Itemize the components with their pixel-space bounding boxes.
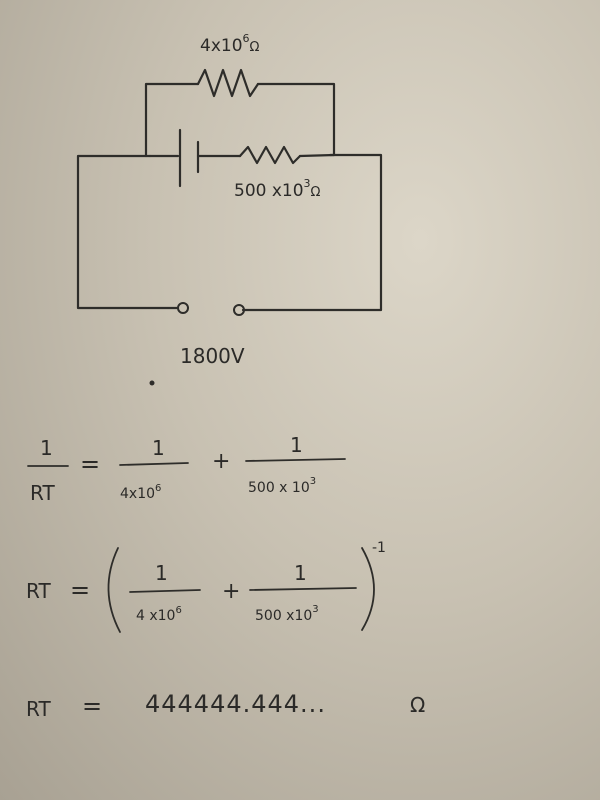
resistor-bottom	[238, 145, 302, 165]
eq2-left-paren	[107, 547, 121, 633]
eq2-plus: +	[222, 579, 240, 604]
wire-right-loop	[241, 153, 383, 312]
wire-top-branch-left	[144, 82, 200, 158]
eq2-lhs: RT	[26, 579, 51, 603]
wire-resistor-right	[298, 153, 336, 158]
eq1-term2-numerator: 1	[290, 433, 303, 457]
terminal-right	[233, 304, 245, 316]
eq2-right-paren	[361, 547, 375, 631]
wire-top-branch-right	[256, 82, 336, 157]
eq3-unit: Ω	[410, 693, 425, 717]
eq1-term2-fraction-bar	[245, 458, 346, 462]
eq1-term1-fraction-bar	[119, 462, 189, 466]
eq2-term2-numerator: 1	[294, 561, 307, 585]
eq1-lhs-denominator: RT	[30, 481, 55, 505]
equation-1: 1 RT = 1 4x106 + 1 500 x 103	[27, 433, 346, 505]
eq1-term1-numerator: 1	[152, 436, 165, 460]
eq1-lhs-numerator: 1	[40, 436, 53, 460]
voltage-label: 1800V	[180, 344, 245, 368]
eq2-term1-fraction-bar	[129, 589, 201, 593]
eq2-equals: =	[70, 576, 90, 604]
eq3-lhs: RT	[26, 697, 51, 721]
resistor-bottom-label: 500 x103Ω	[234, 177, 321, 201]
eq2-term2-denominator: 500 x103	[255, 604, 319, 624]
eq1-equals: =	[80, 450, 100, 478]
eq3-equals: =	[82, 692, 102, 720]
resistor-top	[196, 68, 260, 98]
terminal-left	[177, 302, 189, 314]
eq1-term2-denominator: 500 x 103	[248, 476, 316, 496]
eq3-value: 444444.444...	[145, 690, 326, 718]
circuit-diagram: 4x106Ω 500 x103Ω 1800V	[76, 32, 383, 386]
eq2-term1-numerator: 1	[155, 561, 168, 585]
wire-left-loop	[76, 154, 180, 310]
ink-dot	[149, 380, 155, 386]
eq1-term1-denominator: 4x106	[120, 483, 161, 502]
resistor-top-label: 4x106Ω	[200, 32, 260, 56]
eq1-plus: +	[212, 449, 230, 474]
eq2-term2-fraction-bar	[249, 587, 357, 591]
equation-3: RT = 444444.444... Ω	[26, 690, 425, 721]
eq2-power: -1	[372, 540, 386, 556]
equation-2: RT = 1 4 x106 + 1 500 x103 -1	[26, 540, 386, 633]
eq2-term1-denominator: 4 x106	[136, 605, 182, 624]
